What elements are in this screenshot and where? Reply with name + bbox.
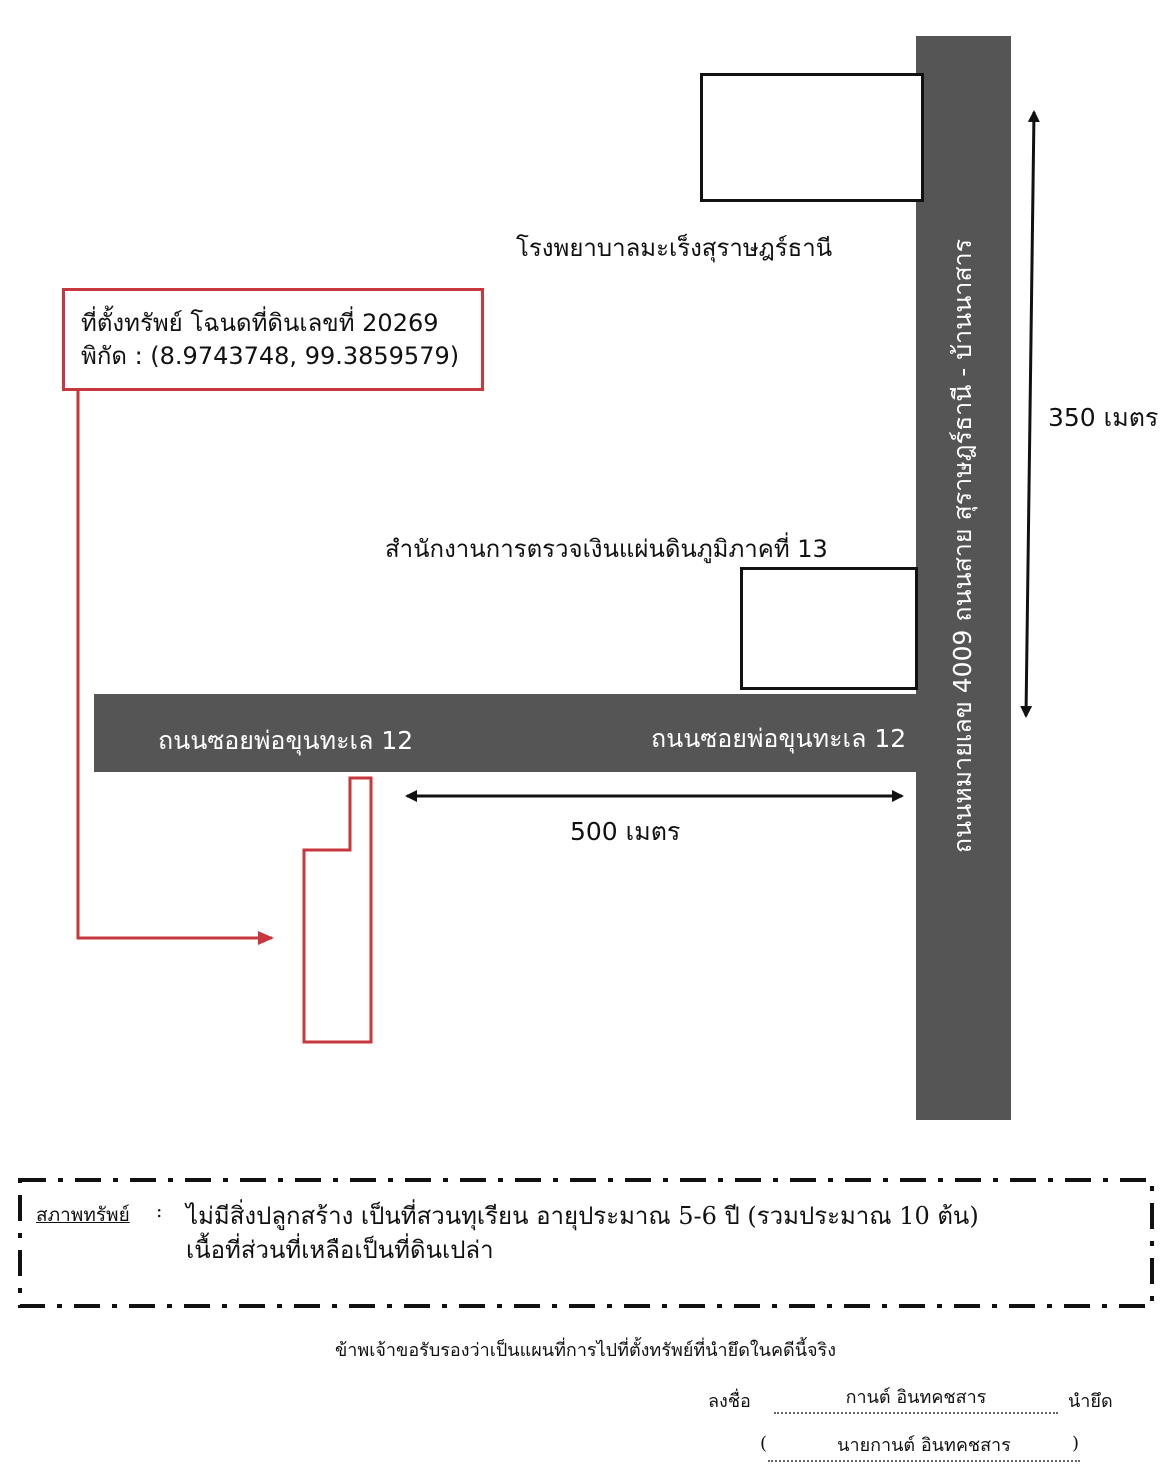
property-coords: พิกัด : (8.9743748, 99.3859579) — [81, 342, 460, 370]
signature: กานต์ อินทคชสาร — [845, 1387, 987, 1408]
legend-line-1: ไม่มีสิ่งปลูกสร้าง เป็นที่สวนทุเรียน อาย… — [186, 1202, 979, 1230]
vertical-distance-label: 350 เมตร — [1048, 403, 1159, 432]
paren-close: ) — [1072, 1433, 1080, 1454]
printed-name-line — [768, 1460, 1080, 1462]
hospital-label: โรงพยาบาลมะเร็งสุราษฎร์ธานี — [516, 234, 833, 262]
hospital-building — [700, 73, 924, 202]
map-overlay — [76, 110, 1040, 1044]
soi-road-label-right: ถนนซอยพ่อขุนทะเล 12 — [651, 724, 907, 753]
legend-border — [18, 1178, 1154, 1308]
property-pointer-arrow — [76, 390, 274, 945]
legend-line-2: เนื้อที่ส่วนที่เหลือเป็นที่ดินเปล่า — [186, 1236, 494, 1264]
property-title: ที่ตั้งทรัพย์ โฉนดที่ดินเลขที่ 20269 — [81, 309, 439, 337]
audit-office-building — [740, 567, 918, 690]
sign-label: ลงชื่อ — [708, 1391, 751, 1412]
role-label: นำยึด — [1068, 1391, 1113, 1412]
legend-label: สภาพทรัพย์ — [36, 1204, 130, 1226]
paren-open: ( — [760, 1433, 768, 1454]
audit-office-label: สำนักงานการตรวจเงินแผ่นดินภูมิภาคที่ 13 — [385, 535, 828, 563]
vertical-distance-arrow — [1020, 110, 1040, 718]
legend-colon: : — [156, 1200, 163, 1222]
soi-road — [94, 694, 924, 772]
horizontal-distance-label: 500 เมตร — [570, 817, 681, 846]
certification-statement: ข้าพเจ้าขอรับรองว่าเป็นแผนที่การไปที่ตั้… — [334, 1340, 837, 1361]
printed-name: นายกานต์ อินทคชสาร — [837, 1435, 1011, 1456]
soi-road-label-left: ถนนซอยพ่อขุนทะเล 12 — [158, 726, 414, 755]
property-parcel — [302, 776, 373, 1044]
legend-description: ไม่มีสิ่งปลูกสร้าง เป็นที่สวนทุเรียน อาย… — [186, 1199, 979, 1267]
signature-line — [774, 1412, 1058, 1414]
main-road — [916, 36, 1011, 1120]
property-callout: ที่ตั้งทรัพย์ โฉนดที่ดินเลขที่ 20269 พิก… — [62, 288, 484, 391]
